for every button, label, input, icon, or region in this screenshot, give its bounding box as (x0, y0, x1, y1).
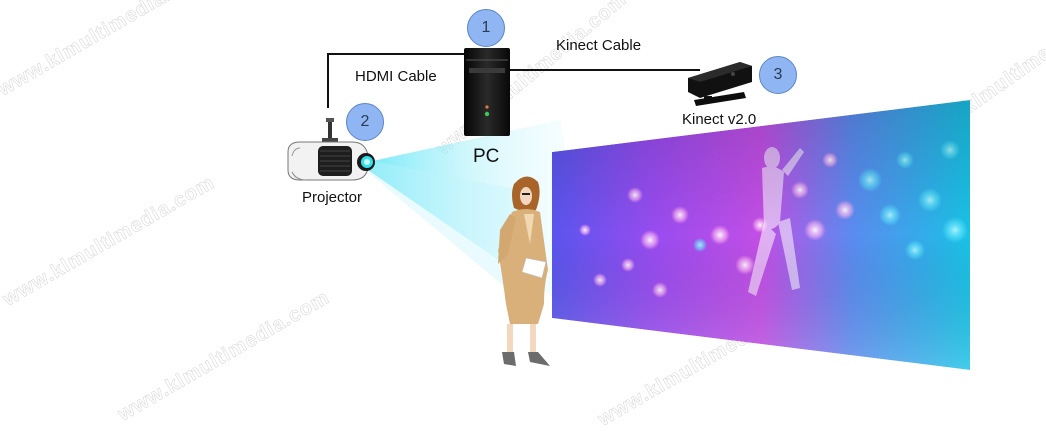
hdmi-cable (327, 53, 466, 108)
projector-label: Projector (302, 189, 363, 206)
pc-tower-icon (464, 48, 510, 136)
projection-screen (552, 100, 970, 370)
projector-icon (287, 118, 375, 181)
hdmi-cable-label: HDMI Cable (355, 68, 437, 85)
pc-label: PC (473, 146, 500, 167)
badge-projector: 2 (346, 103, 384, 141)
diagram-canvas (287, 48, 970, 370)
kinect-cable-label: Kinect Cable (556, 37, 642, 54)
badge-kinect: 3 (759, 56, 797, 94)
presenter-figure (498, 176, 550, 366)
kinect-label: Kinect v2.0 (682, 111, 757, 128)
kinect-sensor-icon (688, 62, 752, 106)
badge-pc: 1 (467, 9, 505, 47)
